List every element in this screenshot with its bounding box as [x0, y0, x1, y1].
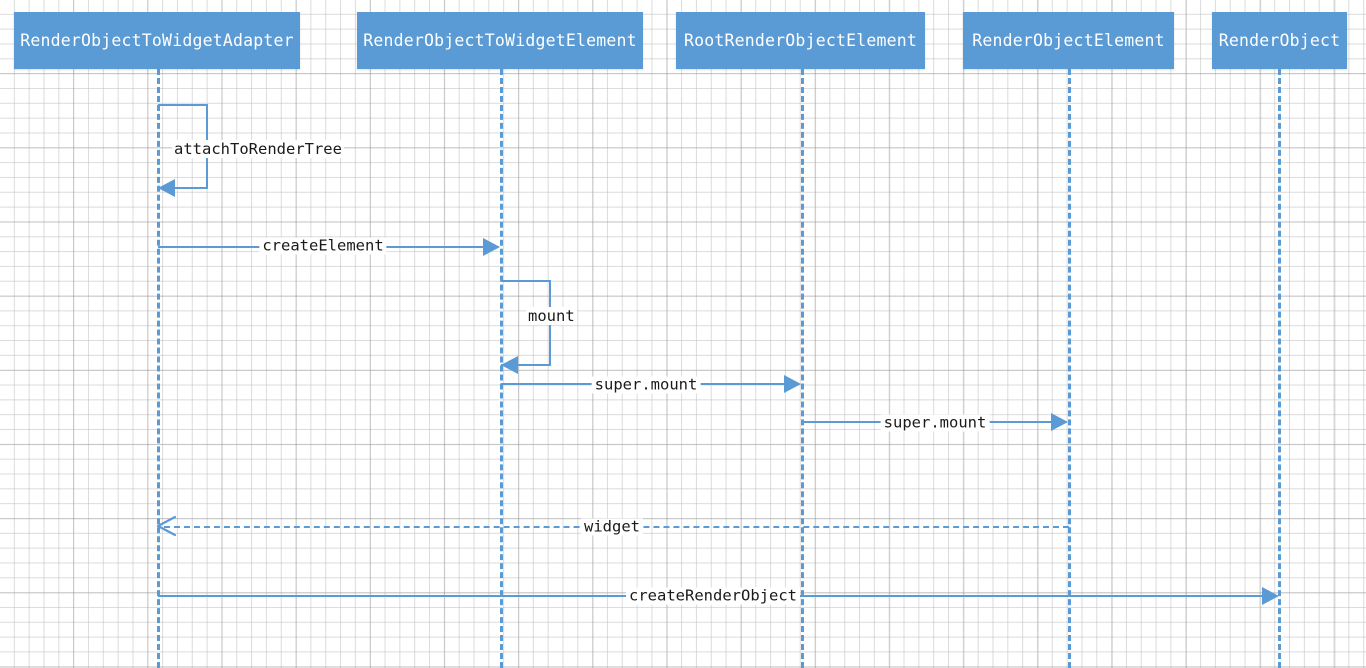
message-label-create-element: createElement [259, 237, 387, 255]
arrowhead-super-mount-2 [1051, 413, 1068, 431]
message-label-super-mount-1: super.mount [591, 376, 701, 394]
arrowhead-super-mount-1 [784, 375, 801, 393]
participant-label-render-object-element: RenderObjectElement [972, 31, 1165, 50]
message-label-widget-return: widget [581, 518, 643, 536]
participant-label-adapter: RenderObjectToWidgetAdapter [20, 31, 294, 50]
arrowhead-mount [501, 356, 518, 374]
lifeline-render-object [1278, 69, 1281, 668]
participant-box-adapter[interactable]: RenderObjectToWidgetAdapter [14, 12, 300, 69]
participant-box-render-object-to-widget-element[interactable]: RenderObjectToWidgetElement [357, 12, 643, 69]
lifeline-adapter [157, 69, 160, 668]
participant-label-render-object: RenderObject [1218, 31, 1341, 50]
participant-box-render-object-element[interactable]: RenderObjectElement [963, 12, 1174, 69]
arrowhead-attach-to-render-tree [158, 179, 175, 197]
participant-label-render-object-to-widget-element: RenderObjectToWidgetElement [363, 31, 637, 50]
lifeline-render-object-element [1068, 69, 1071, 668]
message-label-super-mount-2: super.mount [880, 414, 990, 432]
arrowhead-create-render-object [1262, 587, 1279, 605]
message-label-mount: mount [526, 307, 577, 325]
lifeline-root-render-object-element [801, 69, 804, 668]
participant-label-root-render-object-element: RootRenderObjectElement [683, 31, 918, 50]
message-label-attach-to-render-tree: attachToRenderTree [172, 140, 344, 158]
arrowhead-widget-return [156, 515, 176, 537]
arrowhead-create-element [483, 238, 500, 256]
message-label-create-render-object: createRenderObject [626, 587, 800, 605]
participant-box-render-object[interactable]: RenderObject [1212, 12, 1347, 69]
participant-box-root-render-object-element[interactable]: RootRenderObjectElement [676, 12, 925, 69]
